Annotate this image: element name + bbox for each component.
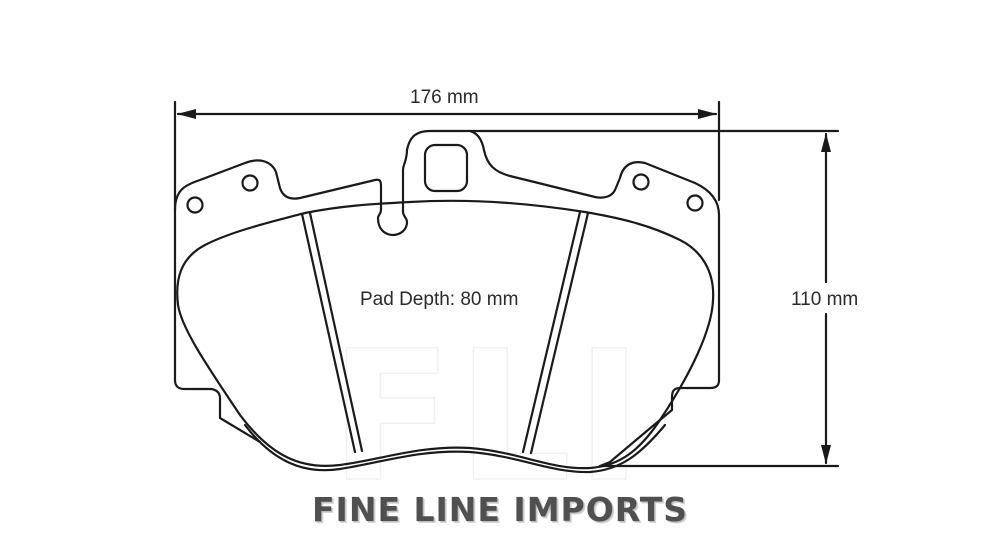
friction-material-outline bbox=[176, 199, 715, 470]
width-arrow-left bbox=[177, 109, 196, 119]
mounting-hole-left-outer bbox=[186, 196, 204, 214]
mounting-hole-right-inner bbox=[632, 173, 650, 191]
width-arrow-right bbox=[698, 109, 717, 119]
right-slot-line-b bbox=[529, 211, 590, 455]
center-tab-window bbox=[423, 143, 469, 193]
mounting-hole-right-outer bbox=[686, 194, 704, 212]
width-dimension-label: 176 mm bbox=[410, 87, 479, 108]
pad-depth-label: Pad Depth: 80 mm bbox=[360, 289, 519, 310]
height-dimension-label: 110 mm bbox=[791, 289, 859, 310]
left-slot-line-a bbox=[300, 212, 357, 454]
brand-logo-text: FINE LINE IMPORTS bbox=[312, 490, 688, 529]
height-arrow-top bbox=[821, 133, 831, 152]
backing-plate-left-lower bbox=[173, 208, 262, 444]
watermark-logo: FLI bbox=[329, 313, 647, 522]
height-arrow-bottom bbox=[821, 445, 831, 464]
right-slot-line-a bbox=[521, 210, 582, 454]
left-slot-line-b bbox=[308, 211, 364, 453]
mounting-hole-left-inner bbox=[241, 174, 259, 192]
friction-material-bottom-inner bbox=[243, 423, 667, 474]
backing-plate-outline bbox=[173, 129, 721, 468]
